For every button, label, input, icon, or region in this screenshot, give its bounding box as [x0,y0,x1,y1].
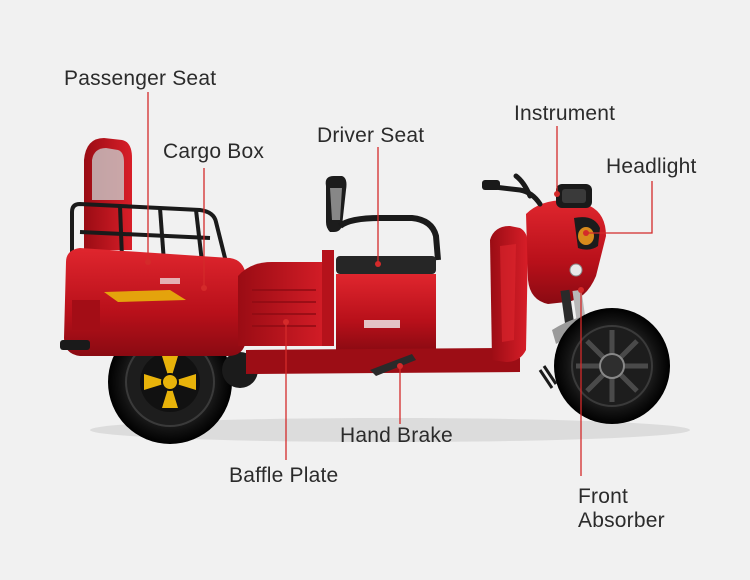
baffle-plate-label: Baffle Plate [229,464,339,487]
handlebar [483,173,543,207]
front-fairing [526,200,606,304]
passenger-seat-label: Passenger Seat [64,67,217,90]
cargo-box-body [64,248,246,356]
rear-bumper [60,340,90,350]
front-leg-shield [490,226,528,362]
cargo-railing [70,201,228,263]
floor-deck [246,348,520,374]
front-absorber-label-line1: Front [578,485,629,508]
instrument-label: Instrument [514,102,616,125]
front-spring [538,365,558,389]
driver-seat-label: Driver Seat [317,124,425,147]
headlight-label: Headlight [606,155,697,178]
handle-grip [482,180,500,190]
front-absorber-label-line2: Absorber [578,509,665,532]
instrument-cluster [556,184,592,208]
cargo-box-label: Cargo Box [163,140,265,163]
driver-seat [336,256,436,352]
ground-shadow [90,418,690,442]
driver-seat-back [325,176,441,261]
baffle-plate-panel [238,250,334,346]
hand-brake-label: Hand Brake [340,424,453,447]
hand-brake-lever [370,354,416,376]
front-wheel [554,308,670,424]
